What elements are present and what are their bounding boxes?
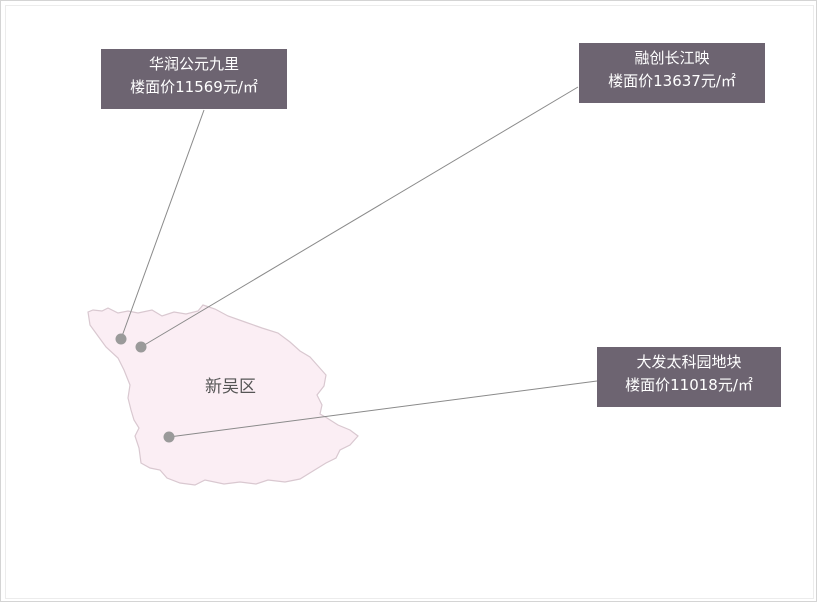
project-name-2: 融创长江映 xyxy=(634,49,710,67)
map-inner-border xyxy=(5,5,814,599)
project-name-3: 大发太科园地块 xyxy=(636,353,742,371)
project-label-3[interactable]: 大发太科园地块 楼面价11018元/㎡ xyxy=(597,347,781,407)
project-price-1: 楼面价11569元/㎡ xyxy=(130,78,258,96)
leader-line-2 xyxy=(140,86,579,348)
leader-line-3 xyxy=(168,380,598,438)
project-price-2: 楼面价13637元/㎡ xyxy=(608,72,736,90)
district-shape[interactable] xyxy=(87,304,359,486)
marker-2[interactable] xyxy=(135,341,147,353)
project-label-1[interactable]: 华润公元九里 楼面价11569元/㎡ xyxy=(101,49,287,109)
project-price-3: 楼面价11018元/㎡ xyxy=(625,376,753,394)
leader-line-1 xyxy=(120,109,205,340)
marker-1[interactable] xyxy=(115,333,127,345)
project-label-2[interactable]: 融创长江映 楼面价13637元/㎡ xyxy=(579,43,765,103)
project-name-1: 华润公元九里 xyxy=(148,55,239,73)
district-label: 新吴区 xyxy=(205,377,256,397)
marker-3[interactable] xyxy=(163,431,175,443)
